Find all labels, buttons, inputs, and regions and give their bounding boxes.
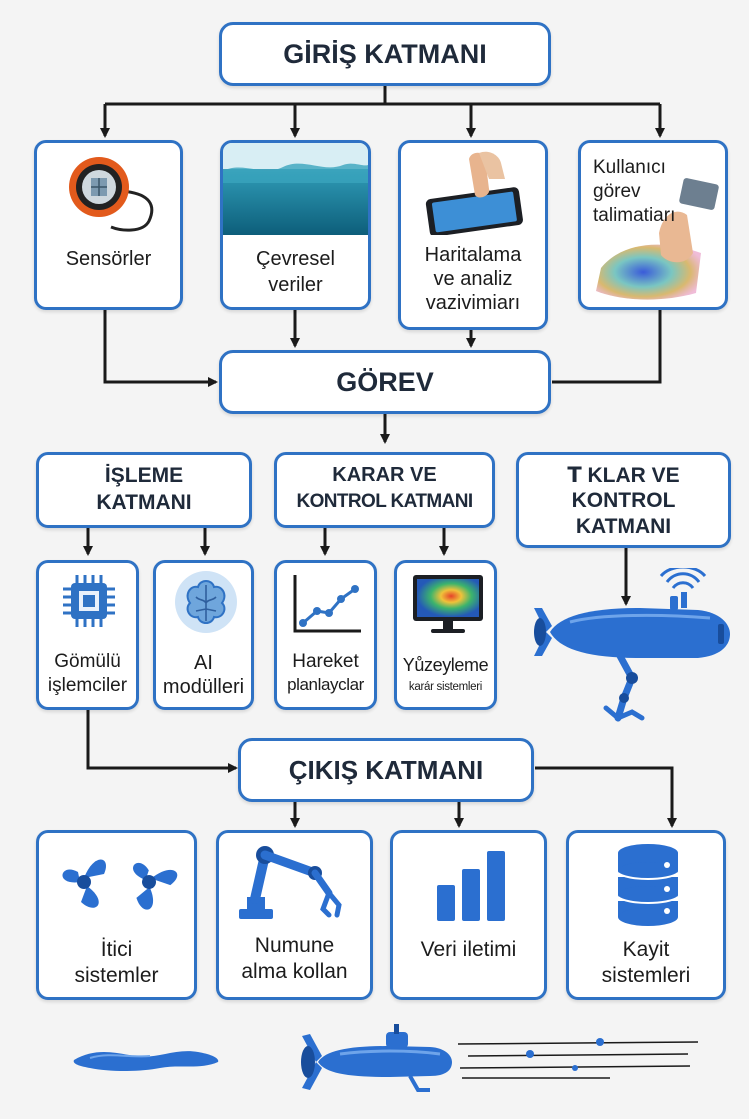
user-task-label-2: görev <box>593 181 641 202</box>
thruster-systems-label-2: sistemler <box>74 964 159 987</box>
environmental-data-card: Çevresel veriler <box>220 140 371 310</box>
logging-systems-card: Kayit sistemleri <box>566 830 726 1000</box>
user-task-label-3: talimatiarı <box>593 205 676 226</box>
bar-chart-icon <box>437 851 505 921</box>
monitor-heatmap-icon <box>413 575 483 633</box>
decision-layer-title-2: KONTROL KATMANI <box>296 491 473 512</box>
ai-modules-label-2: modülleri <box>162 676 245 698</box>
tablet-touch-icon <box>425 151 523 235</box>
thruster-systems-label-1: İtici <box>100 938 133 961</box>
decision-layer-title-1: KARAR VE <box>332 464 437 486</box>
motion-planner-card: Hareket planlayclar <box>274 560 377 710</box>
ai-modules-card: AI modülleri <box>153 560 254 710</box>
environmental-data-label-1: Çevresel <box>256 248 335 270</box>
surfacing-decision-label-1: Yůzeyleme <box>402 655 489 675</box>
embedded-processors-label-1: Gömülü <box>54 651 121 672</box>
motion-planner-label-2: planlayclar <box>287 675 364 694</box>
surfacing-decision-card: Yůzeyleme karár sistemleri <box>394 560 497 710</box>
control-layer-box: ꓔ KLAR VE KONTROL KATMANI <box>516 452 731 548</box>
user-task-card: Kullanıcı görev talimatiarı <box>578 140 728 310</box>
ai-modules-label-1: AI <box>194 652 213 674</box>
mapping-label-1: Haritalama <box>424 244 522 266</box>
output-layer-box: ÇIKIŞ KATMANI <box>238 738 534 802</box>
user-task-label-1: Kullanıcı <box>593 157 666 178</box>
task-box: GÖREV <box>219 350 551 414</box>
control-layer-title-2: KONTROL <box>571 489 676 512</box>
submarine-moving-icon <box>301 1024 699 1092</box>
water-wave-icon <box>73 1051 219 1071</box>
motion-planner-label-1: Hareket <box>292 651 359 672</box>
robotic-arm-icon <box>239 846 342 919</box>
touch-heatmap-icon <box>596 178 719 300</box>
surfacing-decision-label-2: karár sistemleri <box>408 681 483 693</box>
embedded-processors-card: Gömülü işlemciler <box>36 560 139 710</box>
sensors-card: Sensörler <box>34 140 183 310</box>
embedded-processors-label-2: işlemciler <box>47 675 128 696</box>
control-layer-title-3: KATMANI <box>575 515 672 538</box>
sensors-label: Sensörler <box>65 248 152 270</box>
processing-layer-title-2: KATMANI <box>96 491 192 514</box>
thruster-systems-card: İtici sistemler <box>36 830 197 1000</box>
data-transmission-label: Veri iletimi <box>420 938 517 961</box>
chip-icon <box>63 575 115 627</box>
processing-layer-box: İŞLEME KATMANI <box>36 452 252 528</box>
ocean-wave-icon <box>223 143 368 235</box>
logging-systems-label-2: sistemleri <box>601 964 691 987</box>
logging-systems-label-1: Kayit <box>622 938 670 961</box>
control-layer-title-1: ꓔ KLAR VE <box>567 464 680 487</box>
sampling-arm-label-2: alma kollan <box>241 960 348 983</box>
submarine-with-arm-icon <box>534 568 730 722</box>
line-chart-icon <box>293 575 361 633</box>
propeller-icon <box>62 859 178 910</box>
sampling-arm-label-1: Numune <box>254 934 335 957</box>
decision-layer-box: KARAR VE KONTROL KATMANI <box>274 452 495 528</box>
sampling-arm-card: Numune alma kollan <box>216 830 373 1000</box>
brain-icon <box>175 571 237 633</box>
database-icon <box>617 844 679 926</box>
output-layer-title: ÇIKIŞ KATMANI <box>288 755 484 785</box>
environmental-data-label-2: veriler <box>268 274 323 296</box>
processing-layer-title-1: İŞLEME <box>104 464 184 487</box>
data-transmission-card: Veri iletimi <box>390 830 547 1000</box>
task-title: GÖREV <box>336 367 434 397</box>
input-layer-title: GİRİŞ KATMANI <box>283 39 487 69</box>
mapping-label-2: ve analiz <box>433 268 513 290</box>
input-layer-box: GİRİŞ KATMANI <box>219 22 551 86</box>
sensor-icon <box>69 157 154 232</box>
mapping-card: Haritalama ve analiz vazivimiarı <box>398 140 548 330</box>
mapping-label-3: vazivimiarı <box>425 292 521 314</box>
